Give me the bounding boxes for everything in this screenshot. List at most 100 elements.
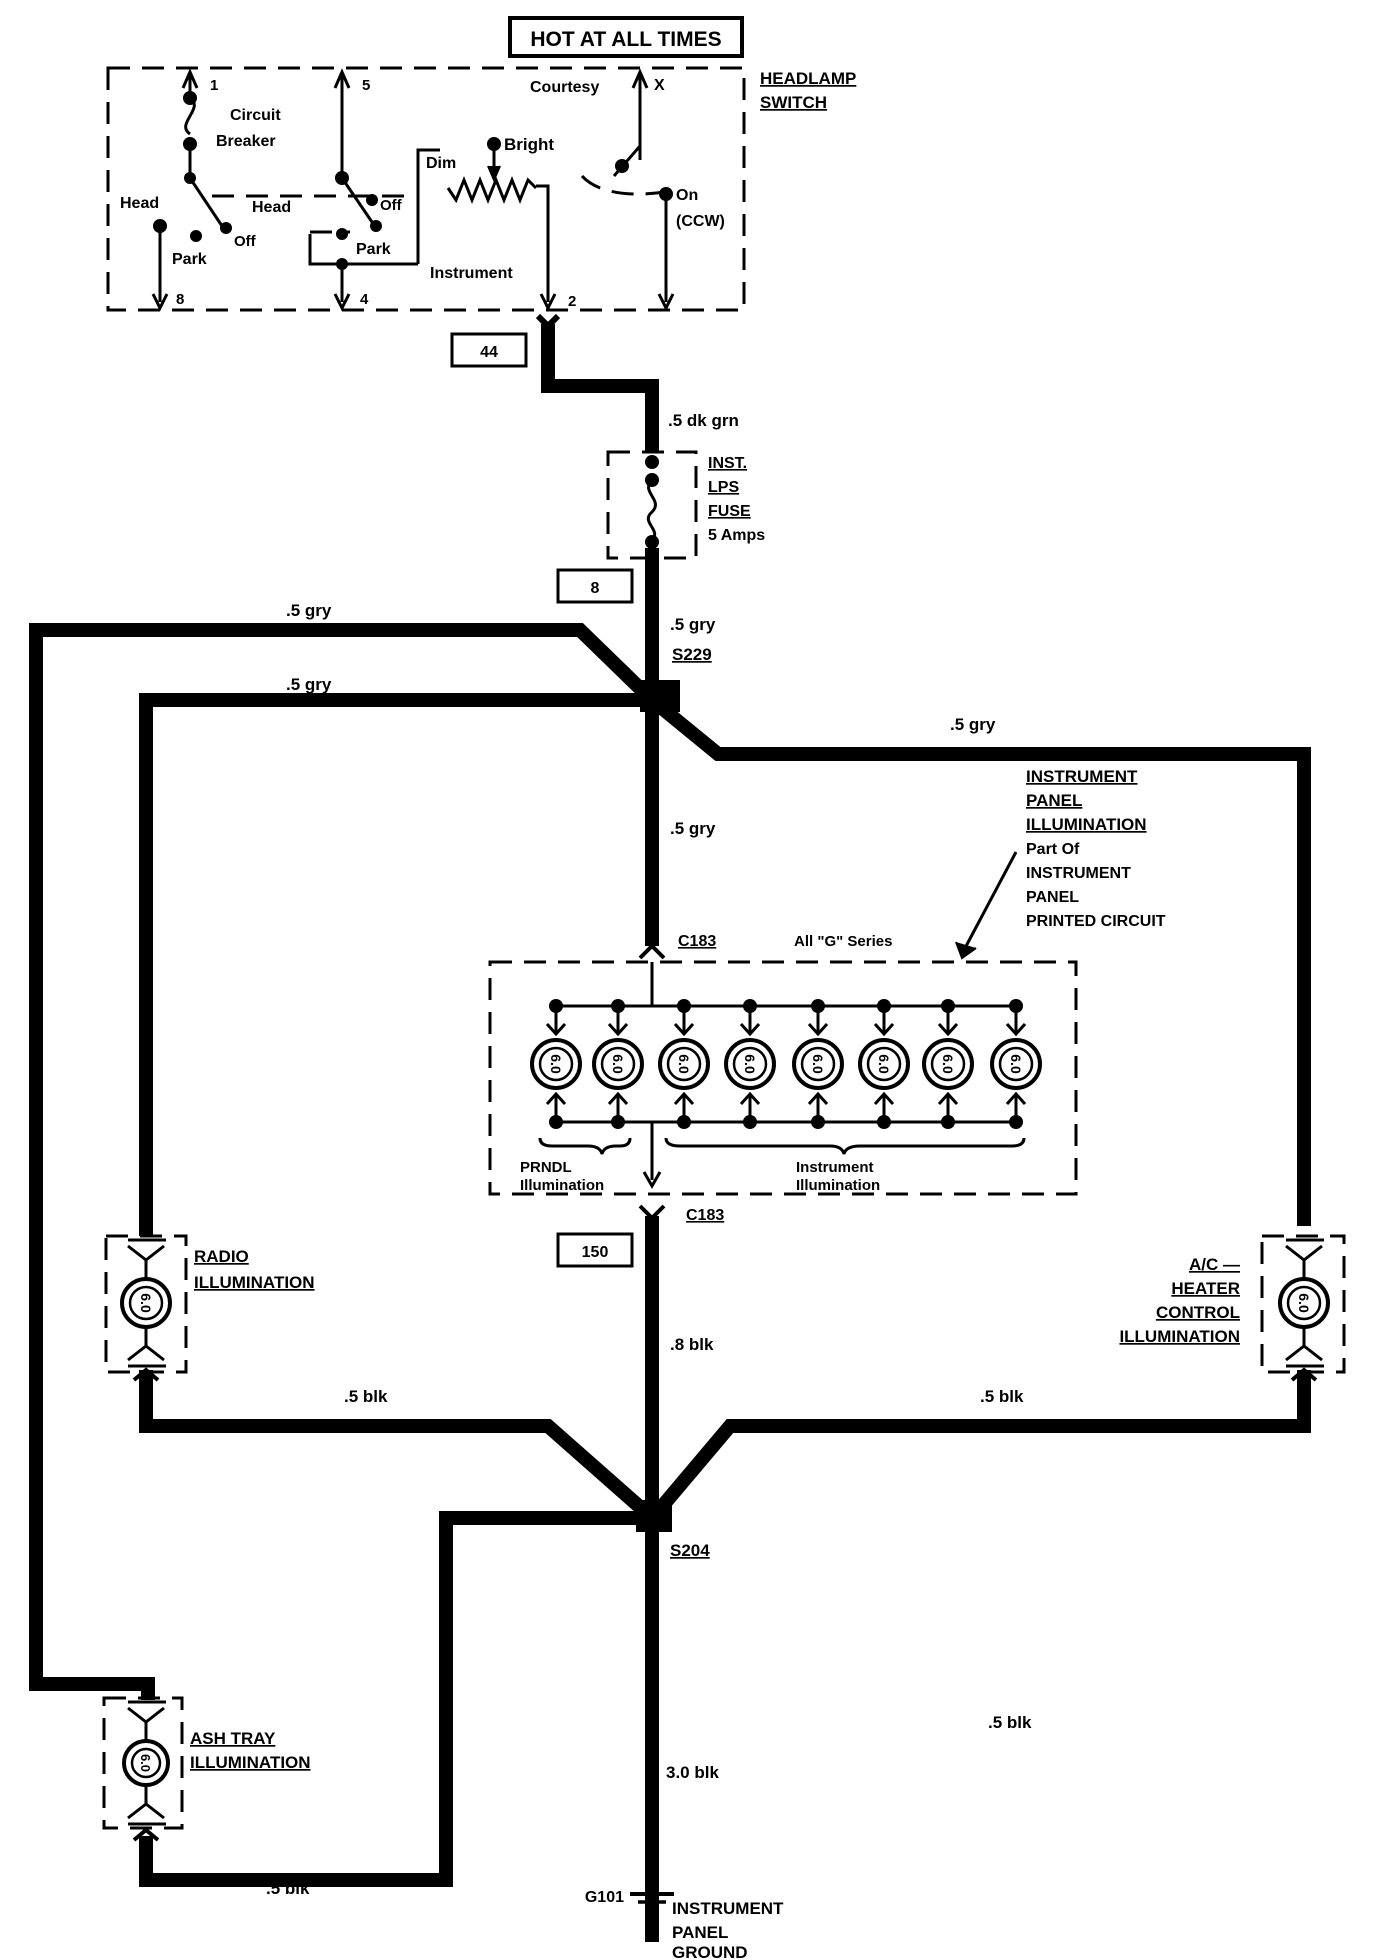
radio-label-1: RADIO (194, 1247, 249, 1266)
ip-label-1: INSTRUMENT (1026, 767, 1138, 786)
prndl-label-1: PRNDL (520, 1159, 572, 1176)
connector-8-label: 8 (591, 580, 600, 597)
headlamp-switch: HEADLAMP SWITCH 1 Circuit Breaker Head O… (106, 66, 856, 312)
fuse-rating: 5 Amps (708, 527, 765, 544)
ip-bulb-label: 6.0 (610, 1054, 626, 1074)
bulb-row: 6.0 6.0 6.0 6.0 6.0 6.0 6.0 6.0 (530, 999, 1042, 1129)
fuse-label-3: FUSE (708, 503, 751, 520)
wire-gry-right-label: .5 gry (950, 715, 996, 734)
ip-bulb-label: 6.0 (676, 1054, 692, 1074)
wire-blk-ground-label: 3.0 blk (666, 1763, 719, 1782)
radio-bulb-label: 6.0 (138, 1293, 154, 1313)
instrument-panel-illumination-label: INSTRUMENT PANEL ILLUMINATION Part Of IN… (955, 767, 1166, 960)
off-right-label: Off (380, 197, 403, 214)
fuse-label-1: INST. (708, 455, 747, 472)
ash-tray-label-1: ASH TRAY (190, 1729, 276, 1748)
hot-at-all-times-banner: HOT AT ALL TIMES (508, 16, 744, 58)
radio-illumination: 6.0 RADIO ILLUMINATION (104, 1234, 315, 1374)
terminal-1-label: 1 (210, 77, 218, 94)
ash-tray-bulb-label: 6.0 (138, 1754, 153, 1772)
ac-heater-label-1: A/C — (1189, 1255, 1240, 1274)
instrument-panel-printed-circuit: 6.0 6.0 6.0 6.0 6.0 6.0 6.0 6.0 PRNDL Illuminat… (488, 960, 1078, 1196)
wire-gry-center-label: .5 gry (670, 819, 716, 838)
off-left-label: Off (234, 233, 257, 250)
wire-blk-ashtray-label: .5 blk (266, 1879, 310, 1898)
instrument-illum-label-2: Illumination (796, 1177, 880, 1194)
ground-label-2: PANEL (672, 1923, 728, 1942)
ip-bulb-6: 6.0 (858, 999, 910, 1129)
headlamp-switch-title-1: HEADLAMP (760, 69, 856, 88)
ip-label-5: INSTRUMENT (1026, 865, 1131, 882)
ip-label-4: Part Of (1026, 841, 1080, 858)
bright-label: Bright (504, 135, 554, 154)
ip-bulb-label: 6.0 (742, 1054, 758, 1074)
ip-label-7: PRINTED CIRCUIT (1026, 913, 1166, 930)
ac-heater-label-3: CONTROL (1156, 1303, 1240, 1322)
ac-heater-control-illumination: 6.0 A/C — HEATER CONTROL ILLUMINATION (1119, 1234, 1346, 1374)
ip-bulb-8: 6.0 (990, 999, 1042, 1129)
on-label: On (676, 187, 698, 204)
connector-150: 150 (556, 1232, 634, 1268)
instrument-illum-label-1: Instrument (796, 1159, 874, 1176)
terminal-4-label: 4 (360, 291, 369, 308)
wire-blk-floating-label: .5 blk (988, 1713, 1032, 1732)
connector-c183-top-label: C183 (678, 933, 716, 950)
terminal-2-label: 2 (568, 293, 576, 310)
ac-heater-label-2: HEATER (1171, 1279, 1240, 1298)
terminal-x-label: X (654, 77, 665, 94)
ip-bulb-1: 6.0 (530, 999, 582, 1129)
ground-label-3: GROUND (672, 1943, 748, 1960)
connector-c183-bottom-label: C183 (686, 1207, 724, 1224)
ip-bulb-label: 6.0 (1008, 1054, 1024, 1074)
ash-tray-label-2: ILLUMINATION (190, 1753, 311, 1772)
ip-bulb-5: 6.0 (792, 999, 844, 1129)
ip-bulb-4: 6.0 (724, 999, 776, 1129)
ac-heater-label-4: ILLUMINATION (1119, 1327, 1240, 1346)
dim-label: Dim (426, 155, 456, 172)
ip-bulb-label: 6.0 (548, 1054, 564, 1074)
head-mid-label: Head (252, 199, 291, 216)
park-right-label: Park (356, 241, 391, 258)
wire-dk-grn-label: .5 dk grn (668, 411, 739, 430)
ip-bulb-7: 6.0 (922, 999, 974, 1129)
ac-heater-bulb-label: 6.0 (1296, 1293, 1312, 1313)
radio-label-2: ILLUMINATION (194, 1273, 315, 1292)
terminal-8-label: 8 (176, 291, 184, 308)
circuit-breaker-label-1: Circuit (230, 107, 281, 124)
ground-label-1: INSTRUMENT (672, 1899, 784, 1918)
splice-s229-label: S229 (672, 645, 712, 664)
ip-label-3: ILLUMINATION (1026, 815, 1147, 834)
head-left-label: Head (120, 195, 159, 212)
connector-44: 44 (450, 332, 528, 368)
ip-bulb-label: 6.0 (876, 1054, 892, 1074)
connector-44-label: 44 (480, 344, 498, 361)
ip-bulb-label: 6.0 (940, 1054, 956, 1074)
ip-label-2: PANEL (1026, 791, 1082, 810)
park-left-label: Park (172, 251, 207, 268)
g101-ground: G101 INSTRUMENT PANEL GROUND (585, 1889, 784, 1960)
wire-blk-right-label: .5 blk (980, 1387, 1024, 1406)
circuit-breaker-label-2: Breaker (216, 133, 276, 150)
g101-label: G101 (585, 1889, 624, 1906)
instrument-label: Instrument (430, 265, 513, 282)
ccw-label: (CCW) (676, 213, 725, 230)
ash-tray-illumination: 6.0 ASH TRAY ILLUMINATION (102, 1696, 311, 1830)
fuse-label-2: LPS (708, 479, 739, 496)
splice-s204-label: S204 (670, 1541, 710, 1560)
connector-150-label: 150 (582, 1244, 609, 1261)
wire-gry-left-inner-label: .5 gry (286, 675, 332, 694)
all-g-series-label: All "G" Series (794, 933, 892, 950)
banner-text: HOT AT ALL TIMES (530, 28, 721, 51)
courtesy-label: Courtesy (530, 79, 599, 96)
inst-lps-fuse: INST. LPS FUSE 5 Amps (606, 450, 765, 560)
terminal-5-label: 5 (362, 77, 370, 94)
ip-bulb-2: 6.0 (592, 999, 644, 1129)
ip-label-6: PANEL (1026, 889, 1079, 906)
wire-gry-left-outer-label: .5 gry (286, 601, 332, 620)
ip-bulb-3: 6.0 (658, 999, 710, 1129)
headlamp-switch-title-2: SWITCH (760, 93, 827, 112)
connector-8: 8 (556, 568, 634, 604)
wire-gry-fuse-out-label: .5 gry (670, 615, 716, 634)
ip-bulb-label: 6.0 (810, 1054, 826, 1074)
